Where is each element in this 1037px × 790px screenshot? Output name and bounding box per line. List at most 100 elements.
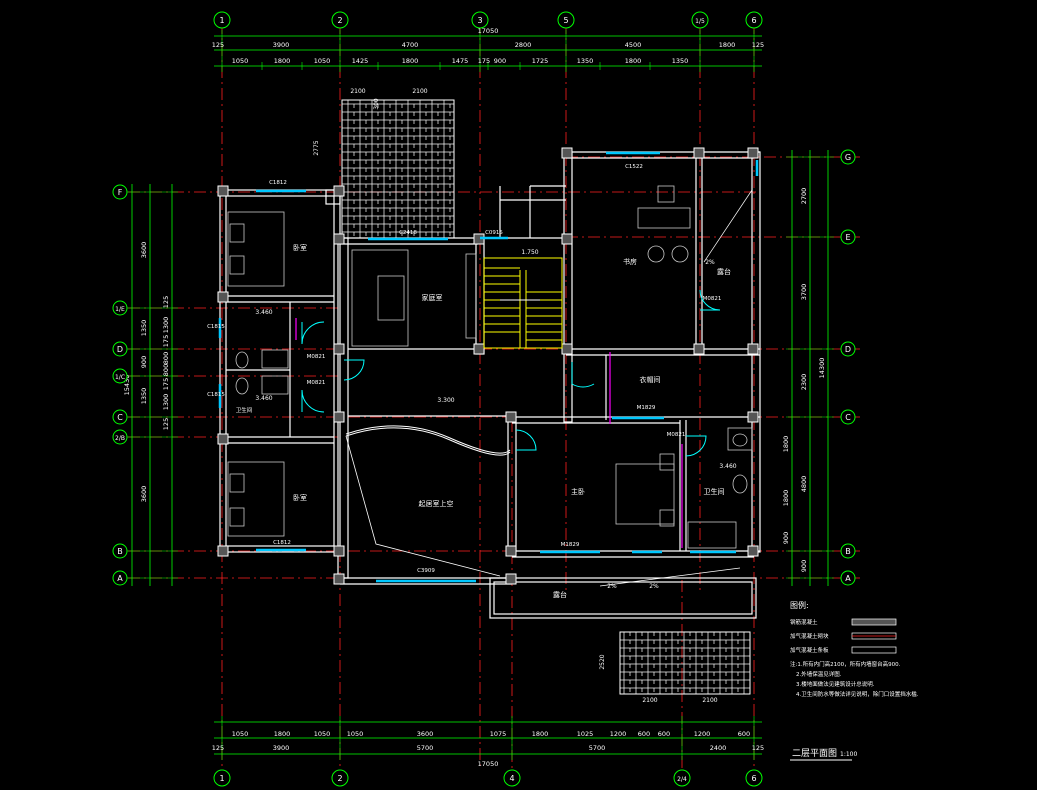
opening-code-14: C0915 — [485, 230, 503, 236]
roof-tiles-south — [619, 631, 751, 695]
dim-bot-r1-4: 3600 — [417, 730, 434, 738]
dim-left-inner-1: 1300 — [162, 317, 170, 334]
dim-bot-r2-0: 125 — [212, 744, 224, 752]
corridor-level-mark: 3.300 — [437, 397, 454, 404]
dim-top-r1-4: 4500 — [625, 41, 642, 49]
level-0: 3.460 — [255, 309, 272, 316]
grid-label-left-7: A — [117, 574, 123, 583]
dim-top-r2-10: 1800 — [625, 57, 642, 65]
legend-title: 图例: — [790, 600, 809, 610]
dim-bot-r2-3: 5700 — [589, 744, 606, 752]
dim-bot-r1-0: 1050 — [232, 730, 249, 738]
dim-bot-r2-2: 5700 — [417, 744, 434, 752]
room-label-study: 书房 — [623, 257, 637, 266]
level-1: 3.460 — [255, 395, 272, 402]
room-label-master: 主卧 — [571, 487, 585, 496]
dim-top-r2-5: 1475 — [452, 57, 469, 65]
room-label-master-bath: 卫生间 — [704, 487, 725, 496]
legend-note-3: 4.卫生间防水等做法详见说明，除门口设置挡水槛. — [796, 690, 919, 698]
room-label-balcony-e: 露台 — [717, 267, 731, 276]
opening-code-4: C1522 — [625, 164, 643, 170]
roof-dim-0: 2100 — [350, 88, 365, 95]
dim-left-outer-2: 900 — [140, 356, 148, 368]
grid-label-bot-2: 4 — [509, 774, 514, 783]
dimension-texts: 17050 125 3900 4700 2800 4500 1800 125 1… — [212, 27, 764, 768]
bed-west-upper — [227, 211, 285, 287]
bathtub — [687, 521, 737, 549]
legend-swatch-panel — [851, 646, 897, 654]
dim-left-inner-4: 800 — [162, 364, 170, 376]
dim-right-outer-1: 3700 — [800, 284, 808, 301]
furniture — [227, 185, 753, 549]
dim-top-r1-5: 1800 — [719, 41, 736, 49]
dim-bot-r2-4: 2400 — [710, 744, 727, 752]
dim-left-inner-2: 175 — [162, 335, 170, 347]
dim-right-outer-2: 2300 — [800, 374, 808, 391]
grid-label-bot-1: 2 — [337, 774, 342, 783]
dim-bot-r1-5: 1075 — [490, 730, 507, 738]
opening-code-9: M1829 — [637, 405, 656, 411]
dim-left-inner-3: 800 — [162, 352, 170, 364]
opening-code-2: C2418 — [399, 230, 417, 236]
roof-dim-4: 2100 — [642, 697, 657, 704]
opening-code-0: C1812 — [269, 180, 287, 186]
roof-dimension-texts: 2100 2100 2775 300 2100 2100 2520 — [313, 88, 718, 704]
legend-note-1: 2.外墙保温见详图. — [796, 670, 842, 678]
doors — [301, 289, 721, 457]
roof-dim-1: 2100 — [412, 88, 427, 95]
room-label-bed-w1: 卧室 — [293, 243, 307, 252]
bed-master — [615, 463, 675, 525]
basin-west-2 — [261, 375, 289, 395]
windows — [218, 151, 759, 583]
grid-label-right-2: D — [845, 345, 851, 354]
dim-bot-r1-7: 1025 — [577, 730, 594, 738]
dim-right-inner-2: 900 — [782, 532, 790, 544]
structural-columns — [217, 147, 759, 585]
legend-item-0: 钢筋混凝土 — [790, 618, 818, 626]
grid-label-bot-3: 2/4 — [677, 776, 687, 783]
roof-dim-2: 2775 — [313, 140, 320, 155]
dim-bot-r1-12: 600 — [738, 730, 750, 738]
dim-top-r1-1: 3900 — [273, 41, 290, 49]
legend-swatch-concrete — [851, 618, 897, 626]
slope-and-level-marks: 2% 2% 2% 3.460 3.460 3.460 — [255, 259, 736, 590]
slope-arrows — [599, 189, 753, 587]
slope-2: 2% — [649, 583, 659, 590]
dim-bot-r1-11: 1200 — [694, 730, 711, 738]
toilet-west-2 — [235, 377, 249, 395]
dim-top-r2-7: 900 — [494, 57, 506, 65]
dim-top-r2-2: 1050 — [314, 57, 331, 65]
opening-codes: C1812 C1812 C2418 C1522 C3909 C1815 C181… — [207, 164, 721, 574]
dim-top-r1-2: 4700 — [402, 41, 419, 49]
roof-dim-3: 300 — [373, 98, 380, 110]
dim-left-outer-4: 3600 — [140, 486, 148, 503]
opening-code-12: M0821 — [703, 296, 722, 302]
dim-top-r2-0: 1050 — [232, 57, 249, 65]
dim-left-total: 15430 — [123, 375, 131, 396]
dim-bot-r1-2: 1050 — [314, 730, 331, 738]
grid-label-top-0: 1 — [219, 16, 224, 25]
dim-right-outer-4: 900 — [800, 560, 808, 572]
dim-left-inner-0: 125 — [162, 296, 170, 308]
dim-right-outer-0: 2700 — [800, 188, 808, 205]
grid-label-left-1: 1/E — [115, 306, 125, 313]
grid-label-right-3: C — [845, 413, 851, 422]
dim-right-total: 14300 — [818, 358, 826, 379]
room-label-balcony-s: 露台 — [553, 590, 567, 599]
slope-1: 2% — [607, 583, 617, 590]
grid-label-left-0: F — [118, 188, 123, 197]
grid-labels: 1 2 3 5 1/5 6 1 2 4 2/4 6 F 1/E D 1/C C … — [115, 16, 851, 783]
dim-bot-r1-10: 600 — [658, 730, 670, 738]
basin-master — [727, 427, 753, 451]
void-edge-curve — [345, 427, 511, 456]
dim-left-inner-7: 125 — [162, 418, 170, 430]
grid-bubbles — [112, 11, 856, 787]
room-label-void: 起居室上空 — [419, 499, 454, 508]
legend: 图例: 钢筋混凝土 加气混凝土砌块 加气混凝土条板 注:1.所有内门高2100，… — [790, 600, 919, 698]
drawing-title: 二层平面图 — [792, 748, 837, 759]
roof-tiles-north — [341, 99, 455, 239]
opening-code-1: C1812 — [273, 540, 291, 546]
dim-top-r2-3: 1425 — [352, 57, 369, 65]
room-label-family: 家庭室 — [422, 293, 443, 302]
grid-label-bot-4: 6 — [751, 774, 756, 783]
